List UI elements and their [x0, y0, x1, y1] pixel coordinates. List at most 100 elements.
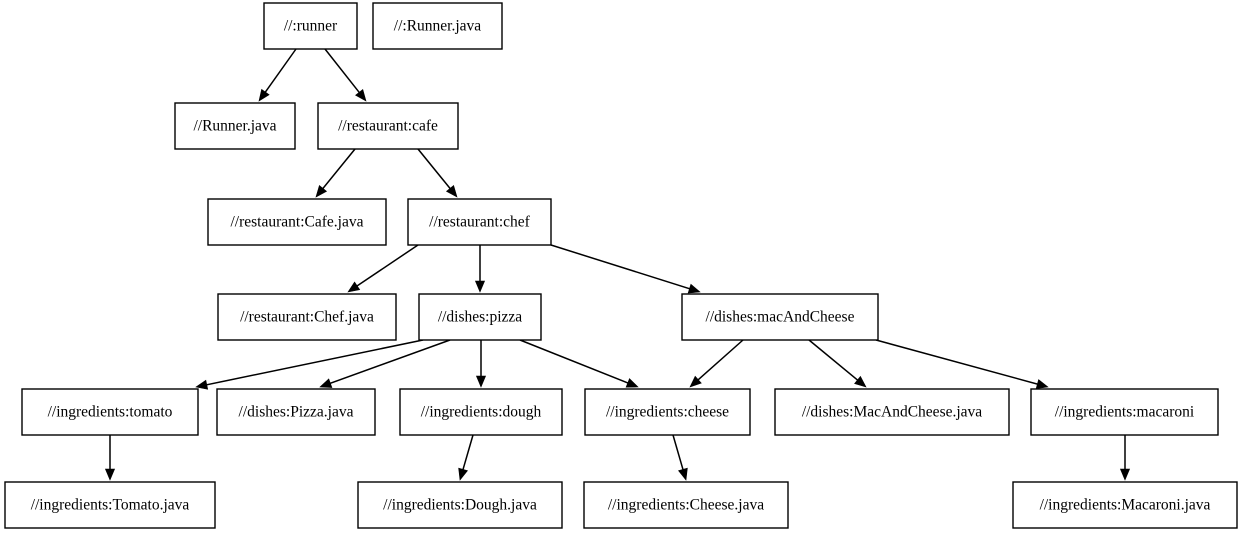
edge-arrowhead — [315, 185, 328, 198]
edge-line — [672, 434, 685, 472]
node-box[interactable] — [584, 388, 751, 436]
nodes-layer: //:runner //:Runner.java //Runner.java //re… — [4, 2, 1238, 529]
node-label: //ingredients:Dough.java — [383, 497, 537, 514]
edge-line — [808, 339, 860, 382]
node-label: //:runner — [284, 18, 338, 35]
graph-edge — [1119, 435, 1131, 481]
node-box[interactable] — [216, 388, 376, 436]
edge-line — [321, 148, 356, 191]
node-box[interactable] — [407, 198, 552, 246]
node-label: //dishes:Pizza.java — [239, 404, 354, 421]
node-box[interactable] — [372, 2, 503, 50]
edge-line — [519, 339, 630, 385]
node-label: //Runner.java — [193, 118, 276, 135]
graph-edge — [319, 339, 451, 388]
graph-edge — [324, 48, 367, 102]
edge-arrowhead — [687, 283, 701, 294]
node-box[interactable] — [583, 481, 789, 529]
node-label: //ingredients:Tomato.java — [31, 497, 190, 514]
edge-line — [461, 434, 474, 472]
edge-arrowhead — [458, 467, 468, 481]
node-box[interactable] — [681, 293, 879, 341]
edge-line — [875, 339, 1040, 386]
graph-edge — [808, 339, 867, 388]
graph-edge — [315, 148, 356, 198]
node-label: //dishes:macAndCheese — [706, 309, 855, 326]
graph-node-tomato_java[interactable]: //ingredients:Tomato.java — [4, 481, 216, 529]
graph-edge — [672, 434, 688, 481]
graph-edge — [550, 244, 701, 294]
edge-line — [204, 339, 424, 386]
node-label: //ingredients:Macaroni.java — [1040, 497, 1211, 514]
node-box[interactable] — [4, 481, 216, 529]
edge-arrowhead — [347, 281, 361, 293]
graph-edge — [475, 340, 487, 388]
edge-line — [263, 48, 297, 95]
edge-arrowhead — [445, 185, 458, 198]
node-label: //dishes:pizza — [438, 309, 522, 326]
edge-arrowhead — [474, 280, 486, 293]
node-box[interactable] — [174, 102, 296, 150]
graph-node-macaroni[interactable]: //ingredients:macaroni — [1030, 388, 1219, 436]
graph-node-runner_java[interactable]: //Runner.java — [174, 102, 296, 150]
node-label: //restaurant:cafe — [338, 118, 438, 135]
graph-edge — [474, 245, 486, 293]
graph-edge — [519, 339, 639, 388]
graph-edge — [195, 339, 424, 390]
graph-node-chef[interactable]: //restaurant:chef — [407, 198, 552, 246]
node-box[interactable] — [317, 102, 459, 150]
graph-node-macandcheese_java[interactable]: //dishes:MacAndCheese.java — [774, 388, 1010, 436]
edge-arrowhead — [104, 468, 116, 481]
graph-node-tomato[interactable]: //ingredients:tomato — [21, 388, 199, 436]
node-label: //ingredients:cheese — [606, 404, 729, 421]
node-label: //restaurant:chef — [429, 214, 531, 231]
edge-arrowhead — [854, 375, 867, 388]
node-box[interactable] — [774, 388, 1010, 436]
edge-line — [324, 48, 362, 95]
graph-edge — [875, 339, 1049, 389]
graph-node-dough[interactable]: //ingredients:dough — [399, 388, 563, 436]
graph-edge — [458, 434, 474, 481]
node-box[interactable] — [1012, 481, 1238, 529]
graph-node-dough_java[interactable]: //ingredients:Dough.java — [357, 481, 563, 529]
edge-arrowhead — [258, 88, 270, 102]
node-box[interactable] — [21, 388, 199, 436]
node-label: //:Runner.java — [394, 18, 482, 35]
edges-layer — [104, 48, 1131, 481]
node-box[interactable] — [399, 388, 563, 436]
edge-arrowhead — [678, 467, 688, 481]
graph-node-macandcheese[interactable]: //dishes:macAndCheese — [681, 293, 879, 341]
graph-edge — [104, 435, 116, 481]
graph-node-cafe[interactable]: //restaurant:cafe — [317, 102, 459, 150]
graph-edge — [417, 148, 458, 198]
graph-node-root_runner_java[interactable]: //:Runner.java — [372, 2, 503, 50]
edge-arrowhead — [475, 375, 487, 388]
graph-node-pizza[interactable]: //dishes:pizza — [418, 293, 542, 341]
node-box[interactable] — [217, 293, 397, 341]
node-box[interactable] — [263, 2, 358, 50]
edge-arrowhead — [195, 379, 209, 390]
graph-edge — [347, 244, 419, 293]
node-label: //ingredients:Cheese.java — [608, 497, 764, 514]
graph-node-cafe_java[interactable]: //restaurant:Cafe.java — [207, 198, 387, 246]
edge-arrowhead — [319, 378, 333, 388]
node-box[interactable] — [357, 481, 563, 529]
node-label: //restaurant:Cafe.java — [231, 214, 364, 231]
node-box[interactable] — [418, 293, 542, 341]
graph-edge — [258, 48, 297, 102]
graph-node-chef_java[interactable]: //restaurant:Chef.java — [217, 293, 397, 341]
node-box[interactable] — [1030, 388, 1219, 436]
edge-arrowhead — [1035, 379, 1049, 389]
node-label: //restaurant:Chef.java — [240, 309, 374, 326]
graph-node-macaroni_java[interactable]: //ingredients:Macaroni.java — [1012, 481, 1238, 529]
graph-node-cheese[interactable]: //ingredients:cheese — [584, 388, 751, 436]
graph-node-pizza_java[interactable]: //dishes:Pizza.java — [216, 388, 376, 436]
edge-line — [328, 339, 451, 385]
edge-line — [417, 148, 452, 191]
node-box[interactable] — [207, 198, 387, 246]
node-label: //ingredients:tomato — [48, 404, 173, 421]
graph-node-runner[interactable]: //:runner — [263, 2, 358, 50]
graph-node-cheese_java[interactable]: //ingredients:Cheese.java — [583, 481, 789, 529]
